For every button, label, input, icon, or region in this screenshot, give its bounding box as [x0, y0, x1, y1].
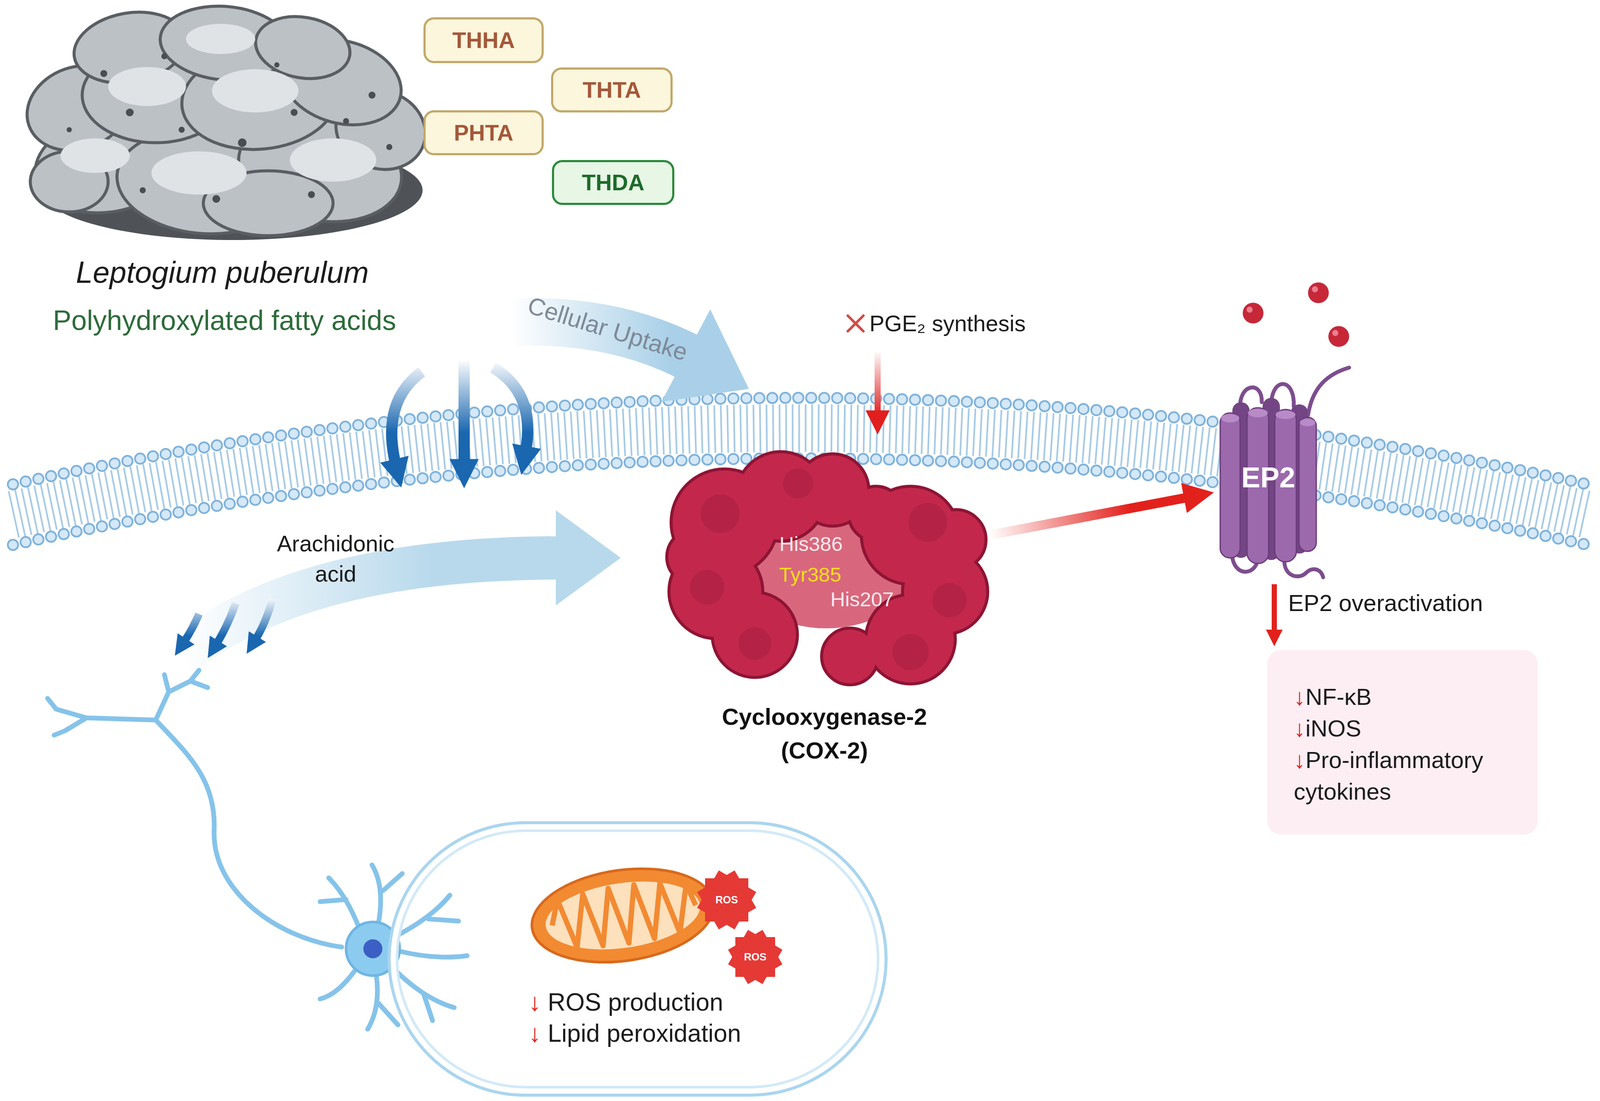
enzyme-node: His386Tyr385His207Cyclooxygenase-2 (COX-…: [668, 448, 985, 684]
lichen-illustration: [15, 0, 437, 241]
node-text: THDA: [581, 169, 645, 196]
flow-arrow: [1271, 584, 1277, 634]
neuron-arrows: [183, 599, 273, 645]
node-text: THTA: [582, 76, 642, 103]
compound-box: THDA: [551, 160, 675, 206]
node-text: His386: [779, 532, 843, 556]
node-text: ↓NF-κB: [1293, 681, 1525, 713]
flow-arrow: [989, 496, 1190, 536]
compound-box: THHA: [423, 17, 544, 64]
cell-compartment: ↓ ROS production↓ Lipid peroxidation: [387, 821, 888, 1097]
release-arrows: [391, 361, 528, 465]
mitochondrion: [525, 858, 720, 974]
node-text: Tyr385: [779, 562, 842, 587]
arrow-label: Arachidonic acid: [266, 528, 405, 590]
node-text: His207: [830, 587, 894, 612]
ros-stars: [697, 870, 783, 985]
node-text: ↓ ROS production: [528, 987, 724, 1017]
ros-badge: ROS: [743, 951, 767, 964]
pge2-molecules: [1242, 282, 1350, 347]
edge-label: EP2 overactivation: [1288, 589, 1483, 618]
cell-membrane: [12, 397, 1588, 546]
ros-badge: ROS: [715, 894, 738, 907]
arrow-label: PGE₂ synthesis: [869, 310, 1026, 337]
node-text: THHA: [452, 27, 515, 54]
compound-box: THTA: [551, 67, 673, 113]
node-text: PHTA: [453, 119, 514, 146]
node-text: ↓Pro-inflammatory cytokines: [1293, 744, 1525, 808]
effect-box: ↓NF-κB↓iNOS↓Pro-inflammatory cytokines: [1267, 650, 1538, 835]
neuron-illustration: [47, 670, 468, 1030]
receptor-node: EP2: [1219, 382, 1317, 582]
compound-box: PHTA: [423, 110, 544, 156]
species-name: Leptogium puberulum: [75, 254, 369, 291]
node-text: ↓ Lipid peroxidation: [528, 1019, 741, 1048]
node-text: ↓iNOS: [1293, 712, 1525, 745]
compound-class: Polyhydroxylated fatty acids: [52, 304, 396, 338]
node-text: Cyclooxygenase-2 (COX-2): [690, 699, 959, 768]
node-text: EP2: [1241, 461, 1296, 494]
arachidonic-acid-arrow: [181, 557, 563, 656]
